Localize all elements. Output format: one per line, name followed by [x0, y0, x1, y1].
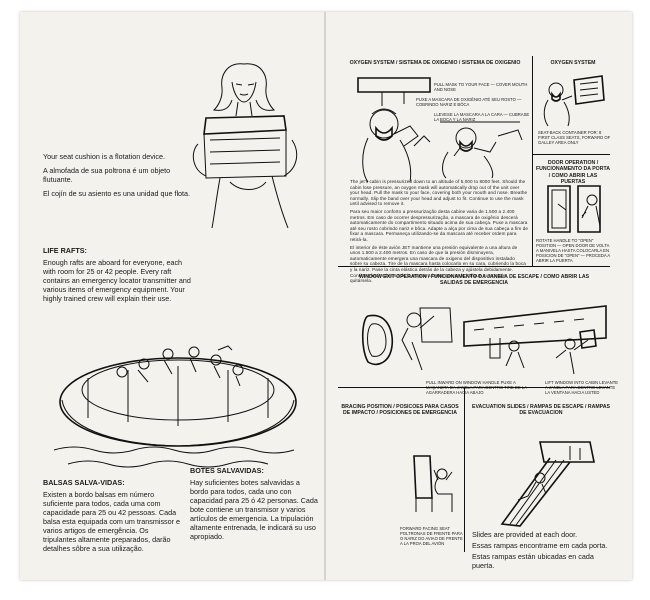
botes-heading: BOTES SALVAVIDAS: [190, 466, 264, 475]
cushion-text-pt: A almofada de sua poltrona é um objeto f… [43, 166, 171, 184]
slides-text-es: Estas rampas están ubicadas en cada puer… [472, 552, 594, 570]
evacuation-slide-illustration [500, 441, 595, 527]
life-rafts-body: Enough rafts are aboard for everyone, ea… [43, 258, 191, 303]
life-raft-illustration [53, 345, 297, 468]
botes-body: Hay suficientes botes salvavidas a bordo… [190, 478, 318, 541]
cushion-text-en: Your seat cushion is a flotation device. [43, 152, 165, 161]
door-operation-illustration [547, 185, 601, 233]
slides-heading: EVACUATION SLIDES / RAMPAS DE ESCAPE / R… [472, 404, 610, 417]
oxygen-caption-1: PULL MASK TO YOUR FACE — COVER MOUTH AND… [434, 82, 528, 93]
oxygen-heading: OXYGEN SYSTEM / SISTEMA DE OXIGENIO / SI… [349, 60, 521, 66]
oxygen-mask-illustration [357, 77, 431, 183]
window-exit-illustration-right [463, 305, 607, 375]
window-heading: WINDOW EXIT OPERATION / FUNCIONAMENTO DA… [358, 274, 590, 287]
oxygen-mask-illustration-2 [440, 121, 523, 179]
door-heading: DOOR OPERATION / FUNCIONAMENTO DA PORTA … [536, 160, 610, 186]
door-caption: ROTATE HANDLE TO "OPEN" POSITION — OPEN … [536, 238, 610, 264]
bracing-heading: BRACING POSITION / POSICOES PARA CASOS D… [341, 404, 459, 417]
seat-back-oxygen-illustration [543, 75, 605, 127]
oxygen-body-es: El interior de éste avión JET mantiene u… [350, 244, 526, 284]
window-exit-illustration-left [361, 307, 453, 371]
window-caption-left: PULL INWARD ON WINDOW HANDLE PUXE A MAÇA… [426, 380, 527, 396]
oxygen-caption-2: PUXE A MASCARA DE OXIGÊNIO ATÉ SEU ROSTO… [416, 97, 522, 108]
oxygen-small-caption: SEAT-BACK CONTAINER FOR: 8 FIRST CLASS S… [538, 130, 611, 146]
balsas-heading: BALSAS SALVA-VIDAS: [43, 478, 125, 487]
bracing-caption: FORWARD FACING SEAT POLTRONAS DE FRENTE … [400, 526, 463, 547]
bracing-position-illustration [413, 455, 453, 512]
slides-text-en: Slides are provided at each door. [472, 530, 578, 539]
oxygen-caption-3: LLEVESE LA MASCARA A LA CARA — CUBRASE L… [434, 112, 530, 123]
slides-text-pt: Essas rampas encontrame em cada porta. [472, 541, 608, 550]
oxygen-body-en: The jet's cabin is pressurized down to a… [350, 179, 528, 207]
balsas-body: Existen a bordo balsas em número suficie… [43, 490, 181, 553]
window-caption-right: LIFT WINDOW INTO CABIN LEVANTE A JANELA … [545, 380, 619, 396]
center-fold [324, 12, 326, 580]
cushion-illustration [192, 63, 298, 229]
cushion-text-es: El cojín de su asiento es una unidad que… [43, 189, 191, 198]
life-rafts-heading: LIFE RAFTS: [43, 246, 87, 255]
oxygen-body-pt: Para seu maior conforto a pressurização … [350, 208, 529, 242]
oxygen-small-heading: OXYGEN SYSTEM [550, 60, 596, 66]
safety-card-sheet: Your seat cushion is a flotation device.… [20, 12, 632, 580]
